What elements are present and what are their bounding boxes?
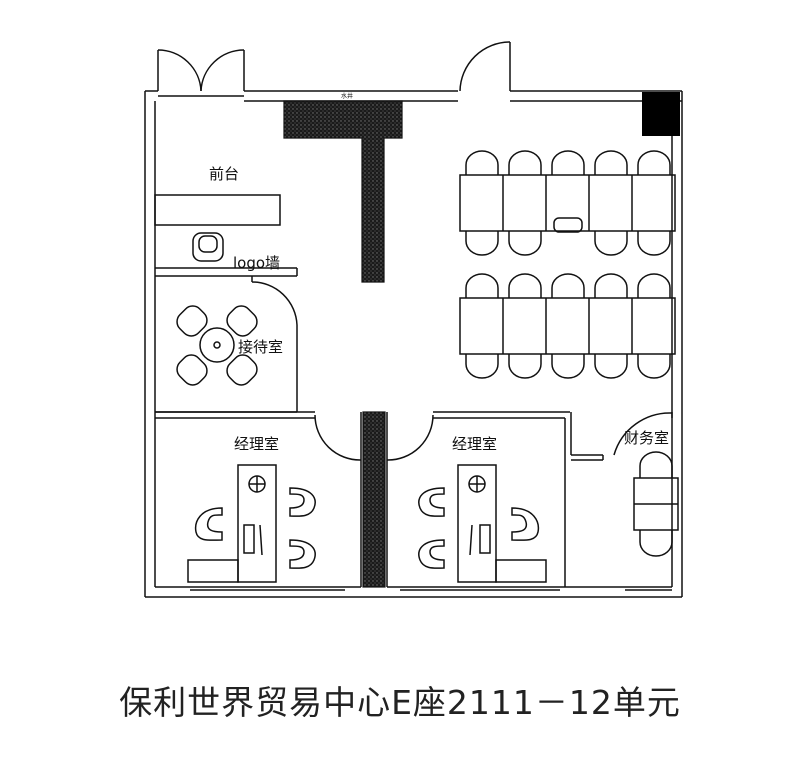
reception-chair: [192, 232, 224, 262]
label-logo-wall: logo墙: [233, 254, 280, 272]
label-reception-desk: 前台: [209, 165, 239, 183]
manager-desk-left: [187, 464, 277, 583]
t-shaped-feature-wall: [283, 100, 403, 283]
reception-table-set: [176, 305, 258, 386]
logo-wall: [155, 267, 298, 277]
manager-office-walls: [155, 411, 673, 587]
outer-walls: [144, 90, 683, 598]
office-door-top-right: [459, 41, 511, 92]
workstation-row-1: [459, 150, 676, 256]
label-finance-office: 财务室: [624, 429, 669, 447]
finance-desk-set: [633, 451, 679, 557]
label-water-cabinet: 水井: [341, 92, 353, 100]
structural-column: [642, 92, 680, 136]
entrance-double-door: [157, 49, 245, 97]
label-manager-office-right: 经理室: [452, 435, 497, 453]
manager-chairs-left: [194, 487, 316, 569]
label-reception-room: 接待室: [238, 338, 283, 356]
reception-desk: [154, 194, 281, 226]
manager-desk-right: [457, 464, 547, 583]
manager-chairs-right: [418, 487, 540, 569]
workstation-row-2: [459, 273, 676, 379]
central-column-wall: [362, 411, 386, 588]
plan-caption: 保利世界贸易中心E座2111－12单元: [119, 683, 681, 722]
label-manager-office-left: 经理室: [234, 435, 279, 453]
